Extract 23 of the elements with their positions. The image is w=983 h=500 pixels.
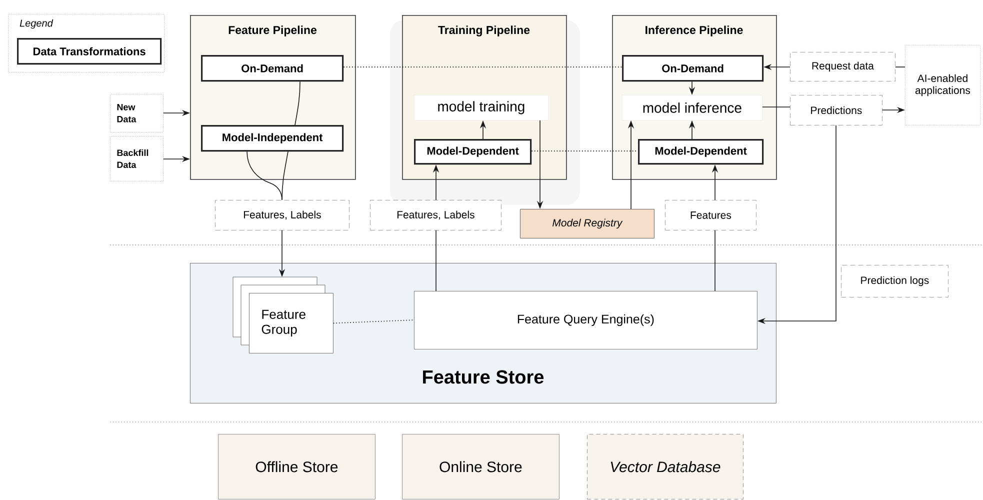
application-box: AI-enabled applications (905, 45, 980, 126)
transformation-box: On-Demand (622, 55, 764, 82)
transformation-box: Model-Dependent (414, 139, 532, 165)
data-box: Features, Labels (215, 200, 350, 230)
transformation-box: Data Transformations (17, 38, 162, 65)
transformation-box: On-Demand (201, 55, 344, 82)
data-box: Prediction logs (841, 265, 948, 298)
model-box: model inference (622, 95, 762, 120)
transformation-box: Model-Independent (201, 125, 344, 152)
registry-box: Model Registry (520, 209, 654, 238)
transformation-box: Model-Dependent (638, 139, 764, 165)
data-source-box: New Data (110, 94, 164, 132)
data-box: Request data (790, 52, 896, 82)
storage-box: Offline Store (218, 434, 376, 500)
engine-box: Feature Query Engine(s) (414, 291, 758, 350)
model-box: model training (414, 95, 548, 120)
data-source-box: Backfill Data (110, 136, 164, 182)
stacked-cards: Feature Group (232, 276, 334, 354)
data-box: Predictions (790, 95, 882, 126)
storage-box: Online Store (402, 434, 560, 500)
data-box: Features (665, 200, 756, 230)
data-box: Features, Labels (370, 200, 502, 230)
storage-box: Vector Database (587, 434, 744, 500)
